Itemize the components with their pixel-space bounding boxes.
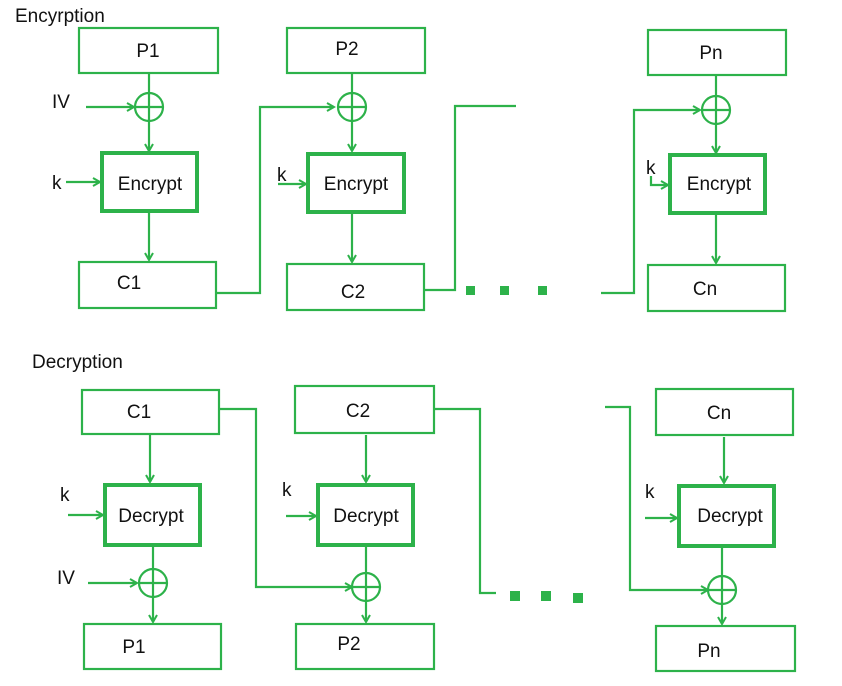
dec-cipher-box-2 [293, 384, 436, 435]
dec-xor-1 [137, 567, 169, 599]
dec-block-1 [103, 483, 202, 547]
dec-cipher-label-1: C1 [127, 402, 151, 423]
dec-block-n [677, 484, 776, 548]
enc-chain-2 [424, 104, 516, 292]
enc-block-label-2: Encrypt [324, 174, 389, 195]
dec-key-label-n: k [645, 482, 655, 503]
dec-cipher-box-1 [80, 388, 221, 436]
dec-key-label-2: k [282, 480, 292, 501]
decryption-title: Decryption [32, 352, 123, 373]
enc-chain-1 [216, 107, 334, 295]
dec-cipher-label-n: Cn [707, 403, 731, 424]
dec-block-label-1: Decrypt [118, 506, 184, 527]
enc-xor-1 [133, 91, 165, 123]
enc-cipher-box-1 [77, 260, 218, 310]
enc-block-2 [306, 152, 406, 214]
dec-ellipsis-dot [510, 591, 520, 601]
dec-plaintext-box-2 [294, 622, 436, 671]
enc-plaintext-label-n: Pn [699, 43, 722, 64]
dec-block-label-2: Decrypt [333, 506, 399, 527]
enc-block-n [668, 153, 767, 215]
dec-block-2 [316, 483, 415, 547]
enc-ellipsis-dot [466, 286, 475, 295]
enc-plaintext-label-2: P2 [335, 39, 358, 60]
enc-chain-n [601, 110, 700, 295]
enc-plaintext-box-2 [285, 26, 427, 75]
dec-chain-1 [219, 407, 352, 587]
dec-cipher-label-2: C2 [346, 401, 370, 422]
enc-cipher-label-1: C1 [117, 273, 141, 294]
enc-ellipsis-dot [538, 286, 547, 295]
enc-cipher-box-n [646, 263, 787, 313]
enc-key-label-n: k [646, 158, 656, 179]
enc-ellipsis-dot [500, 286, 509, 295]
enc-block-label-n: Encrypt [687, 174, 752, 195]
dec-plaintext-label-2: P2 [337, 634, 360, 655]
enc-key-label-2: k [277, 165, 287, 186]
enc-cipher-box-2 [285, 262, 426, 312]
enc-plaintext-box-1 [77, 26, 220, 75]
enc-plaintext-label-1: P1 [136, 41, 159, 62]
dec-block-label-n: Decrypt [697, 506, 763, 527]
enc-xor-n [700, 94, 732, 126]
dec-plaintext-label-n: Pn [697, 641, 720, 662]
enc-block-label-1: Encrypt [118, 174, 183, 195]
dec-xor-n [706, 574, 738, 606]
enc-cipher-label-2: C2 [341, 282, 365, 303]
dec-cipher-box-n [654, 387, 795, 437]
dec-iv-label: IV [57, 568, 75, 589]
enc-block-1 [100, 151, 199, 213]
enc-iv-label: IV [52, 92, 70, 113]
enc-key-arrow-n [649, 176, 668, 185]
enc-xor-2 [336, 91, 368, 123]
dec-plaintext-box-1 [82, 622, 223, 671]
enc-cipher-label-n: Cn [693, 279, 717, 300]
dec-key-label-1: k [60, 485, 70, 506]
encryption-title: Encyrption [15, 6, 105, 27]
dec-plaintext-label-1: P1 [122, 637, 145, 658]
dec-xor-2 [350, 571, 382, 603]
dec-ellipsis-dot [573, 593, 583, 603]
dec-chain-n [605, 405, 708, 590]
enc-key-label-1: k [52, 173, 62, 194]
dec-plaintext-box-n [654, 624, 797, 673]
dec-ellipsis-dot [541, 591, 551, 601]
dec-chain-2 [434, 407, 496, 595]
